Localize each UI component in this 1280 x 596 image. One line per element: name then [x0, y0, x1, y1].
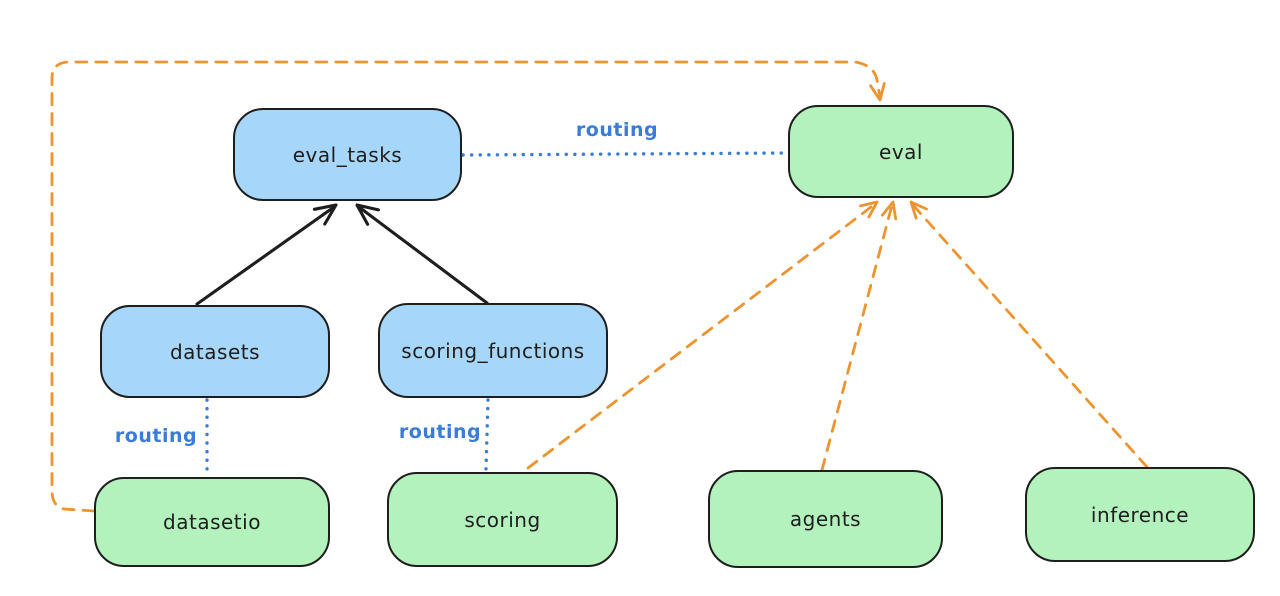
edge-scoring_functions-to-scoring-routing [484, 398, 490, 471]
node-label-eval-tasks: eval_tasks [292, 142, 403, 167]
arrowhead-scoring_functions-to-eval_tasks [355, 203, 380, 226]
edge-agents-to-eval [820, 203, 894, 472]
node-label-agents: agents [789, 507, 862, 531]
edge-datasets-to-eval_tasks [195, 205, 336, 306]
arrowhead-inference-to-eval [909, 200, 928, 220]
routing-label-eval-tasks-eval: routing [575, 119, 659, 141]
node-datasets: datasets [100, 305, 330, 398]
node-datasetio: datasetio [94, 477, 330, 567]
routing-label-scoring-functions-scoring: routing [398, 421, 482, 443]
node-label-datasetio: datasetio [163, 510, 261, 534]
node-label-scoring-functions: scoring_functions [401, 338, 585, 363]
node-eval-tasks: eval_tasks [233, 108, 462, 201]
edge-eval_tasks-to-eval-routing [461, 151, 788, 157]
routing-label-datasets-datasetio: routing [114, 425, 198, 447]
node-label-inference: inference [1090, 502, 1190, 527]
edge-scoring-to-eval [526, 202, 877, 470]
arrowhead-agents-to-eval [880, 200, 898, 221]
node-label-scoring: scoring [464, 507, 541, 532]
arrowhead-datasetio-to-eval-loop [869, 82, 886, 102]
node-label-eval: eval [879, 139, 923, 164]
node-scoring-functions: scoring_functions [378, 303, 608, 398]
edge-datasetio-to-eval-loop [50, 60, 882, 513]
arrowhead-datasets-to-eval_tasks [312, 203, 338, 226]
node-agents: agents [708, 470, 943, 568]
node-eval: eval [788, 105, 1014, 198]
arrowhead-scoring-to-eval [859, 200, 879, 219]
node-scoring: scoring [387, 472, 618, 567]
edge-inference-to-eval [911, 203, 1149, 469]
edge-scoring_functions-to-eval_tasks [357, 205, 489, 305]
node-inference: inference [1025, 467, 1255, 562]
node-label-datasets: datasets [169, 339, 261, 364]
